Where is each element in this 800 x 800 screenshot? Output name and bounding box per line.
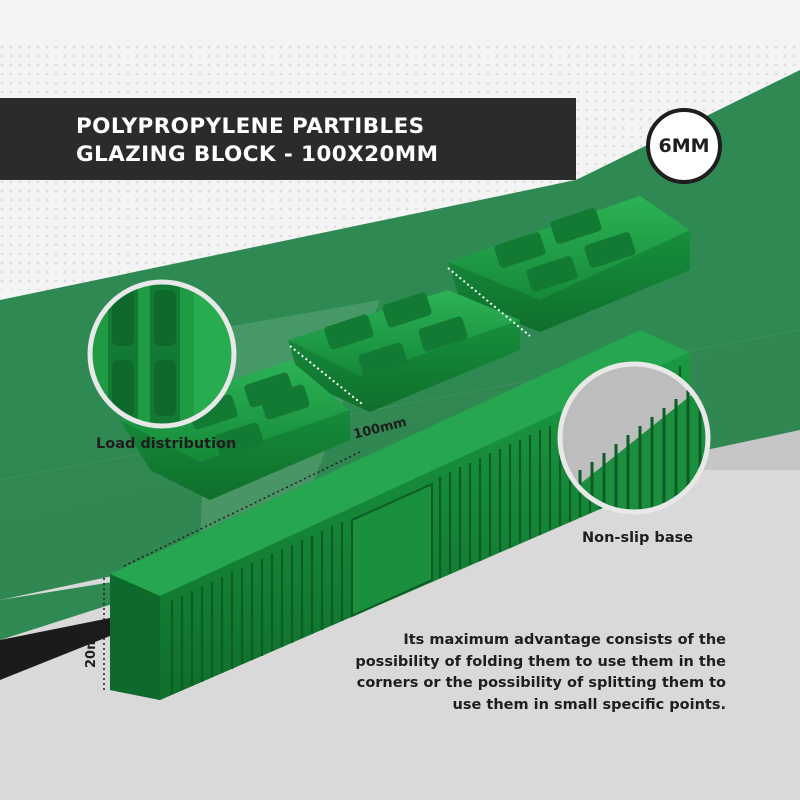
product-description: Its maximum advantage consists of the po…	[326, 630, 726, 716]
load-distribution-label: Load distribution	[96, 436, 237, 452]
zoom-circle-load	[87, 279, 237, 429]
zoom-circle-base	[557, 361, 711, 515]
product-title-line2: GLAZING BLOCK - 100X20MM	[76, 142, 439, 167]
title-bar	[0, 98, 576, 180]
height-dimension-label: 20mm	[84, 622, 99, 668]
glazing-block-segment-right	[448, 196, 690, 332]
glazing-block-segment-left	[120, 360, 350, 500]
glazing-block-segment-middle	[288, 290, 520, 412]
product-title: POLYPROPYLENE PARTIBLES GLAZING BLOCK - …	[76, 113, 438, 169]
description-line: corners or the possibility of splitting …	[356, 675, 726, 691]
description-line: possibility of folding them to use them …	[355, 653, 726, 670]
thickness-badge: 6MM	[646, 108, 722, 184]
glazing-block-base	[110, 330, 690, 700]
non-slip-base-label: Non-slip base	[582, 530, 694, 546]
product-title-line1: POLYPROPYLENE PARTIBLES	[76, 114, 425, 139]
description-line: Its maximum advantage consists of the	[403, 632, 726, 648]
description-line: use them in small specific points.	[452, 696, 726, 713]
